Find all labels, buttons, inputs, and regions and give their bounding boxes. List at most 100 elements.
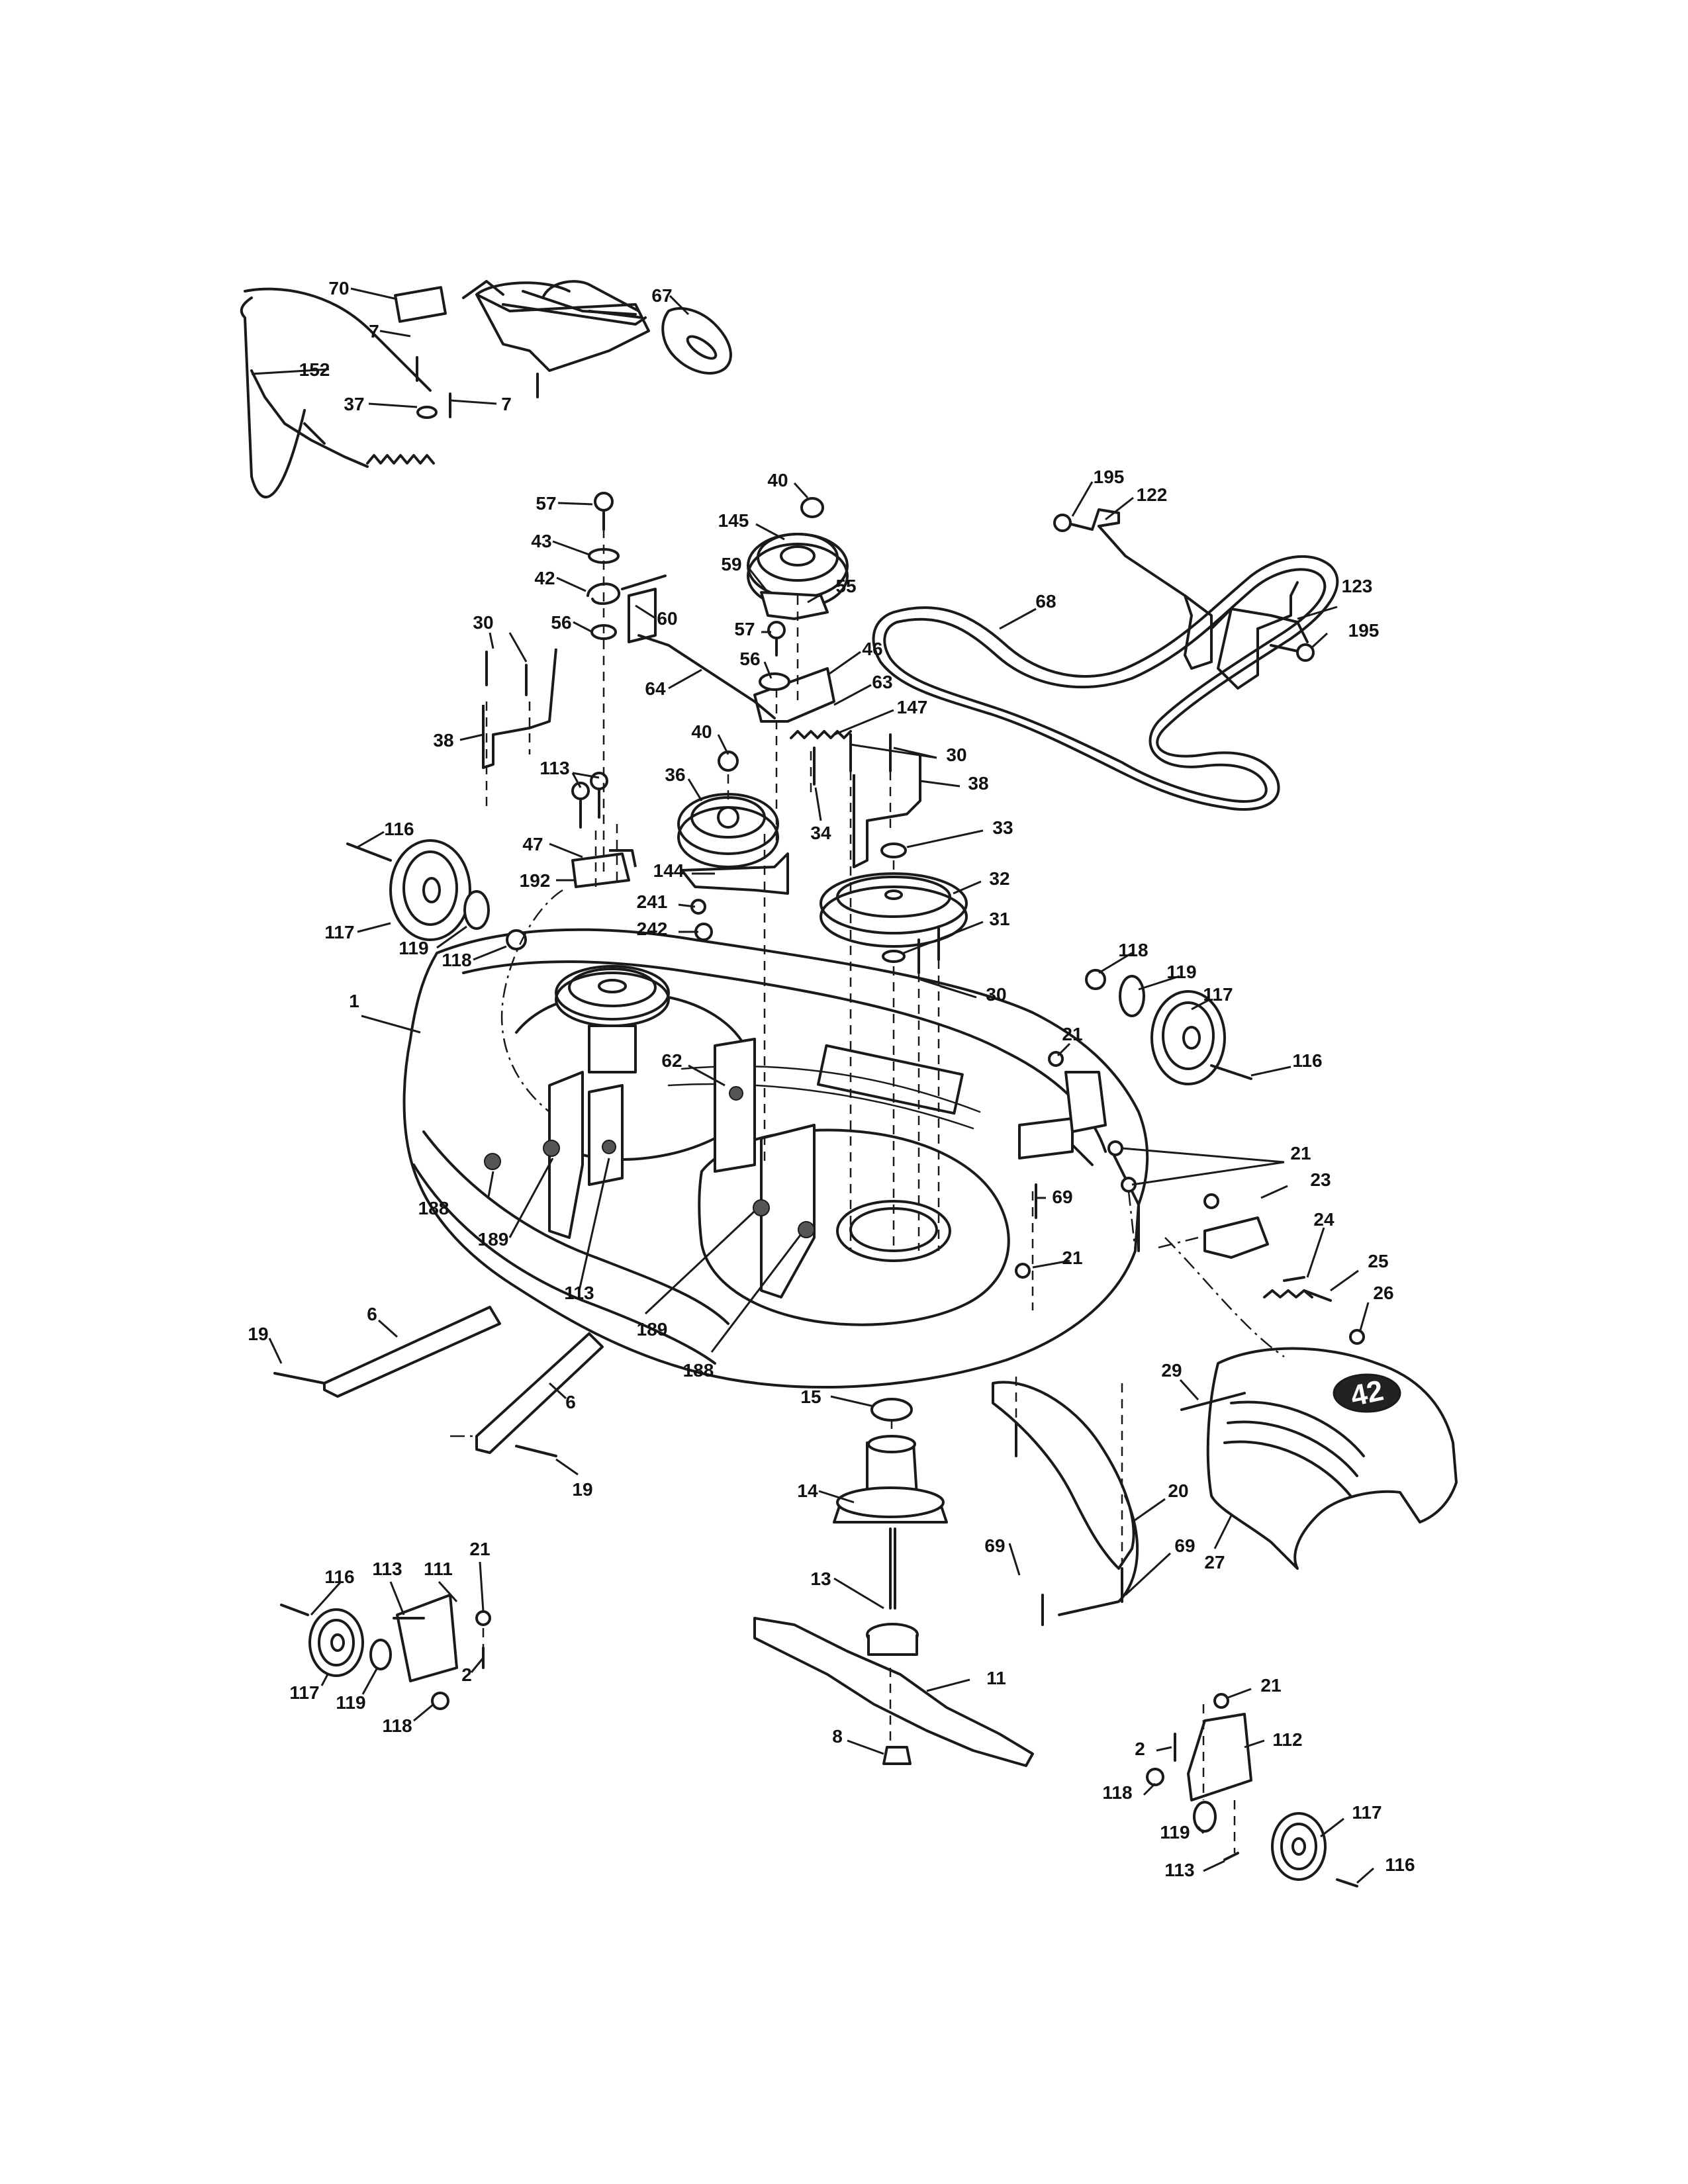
callout-113: 113 (1164, 1860, 1194, 1880)
blade-bolt-8 (882, 1746, 912, 1765)
rod-24 (1283, 1276, 1305, 1282)
callout-62: 62 (661, 1050, 682, 1071)
callout-23: 23 (1310, 1169, 1331, 1190)
callout-32: 32 (989, 868, 1009, 889)
callout-113: 113 (539, 758, 569, 778)
nut-118-bottom-right (1146, 1768, 1164, 1786)
callout-30: 30 (473, 612, 493, 633)
callout-242: 242 (637, 919, 668, 939)
bolt-116-bottom-right (1336, 1878, 1358, 1888)
callout-56: 56 (551, 612, 571, 633)
callout-21: 21 (1290, 1143, 1311, 1163)
callout-152: 152 (299, 359, 330, 380)
deck-lift-assembly (394, 280, 650, 372)
callout-195: 195 (1348, 620, 1380, 641)
assembly-lines (450, 513, 1285, 1853)
deck-left-pulley (555, 965, 670, 1073)
nut-21-bottom-left (475, 1610, 491, 1626)
washer-119-right (1119, 975, 1145, 1017)
callout-116: 116 (384, 819, 414, 839)
callout-29: 29 (1161, 1360, 1182, 1381)
lift-rod-152 (250, 369, 369, 468)
callout-241: 241 (637, 891, 668, 912)
callout-47: 47 (522, 834, 543, 854)
callout-40: 40 (691, 721, 712, 742)
callout-145: 145 (718, 510, 749, 531)
bolt-113-bottom-right (1223, 1852, 1239, 1861)
callout-119: 119 (399, 938, 428, 958)
lift-handle-grip-67 (661, 307, 732, 375)
washer-119-bottom-left (369, 1639, 392, 1670)
callout-195: 195 (1094, 467, 1125, 487)
bolts-7 (416, 356, 539, 418)
front-link-6-upper (323, 1306, 501, 1398)
mower-blade-11 (753, 1617, 1034, 1767)
bolt-116-right (1210, 1064, 1252, 1080)
callout-188: 188 (683, 1360, 714, 1381)
idler-arm-46 (753, 667, 835, 723)
spring-42 (586, 574, 667, 605)
deck-brackets (484, 1038, 1107, 1298)
callout-118: 118 (1102, 1782, 1132, 1803)
callout-119: 119 (1166, 962, 1196, 982)
spindle-shaft-13 (866, 1527, 919, 1656)
callout-20: 20 (1168, 1480, 1188, 1501)
callout-63: 63 (872, 672, 892, 692)
callout-21: 21 (1062, 1024, 1082, 1044)
callout-14: 14 (797, 1480, 818, 1501)
callout-57: 57 (734, 619, 755, 639)
nut-118-right (1085, 969, 1106, 990)
callout-188: 188 (418, 1198, 449, 1218)
callout-189: 189 (637, 1319, 668, 1340)
callout-192: 192 (520, 870, 551, 891)
bolt-19-lower (515, 1445, 557, 1457)
idler-bracket-59 (760, 591, 829, 620)
leader-lines (251, 287, 1374, 1884)
bolts-30-left (485, 651, 528, 696)
callout-69: 69 (1174, 1535, 1195, 1556)
deck-pulley-32 (820, 872, 968, 948)
callout-116: 116 (1385, 1854, 1415, 1875)
callout-6: 6 (565, 1392, 576, 1412)
idler-bracket-144 (680, 852, 789, 895)
callout-59: 59 (721, 554, 741, 574)
bolt-195-right (1270, 643, 1315, 662)
front-link-6-lower (475, 1332, 604, 1454)
callout-33: 33 (992, 817, 1013, 838)
callout-116: 116 (1292, 1050, 1322, 1071)
deck-size-badge: 42 (1348, 1374, 1386, 1412)
callout-117: 117 (324, 922, 354, 942)
gauge-wheel-117-bottom-right (1271, 1812, 1327, 1881)
nut-118-bottom-left (431, 1692, 449, 1710)
callout-24: 24 (1313, 1209, 1335, 1230)
callout-55: 55 (835, 576, 856, 596)
misc-hardware (690, 899, 1137, 1626)
callout-labels: 70 67 7 152 37 7 57 43 42 56 60 30 64 38… (248, 278, 1415, 1880)
callout-67: 67 (651, 285, 672, 306)
washer-119-left (463, 890, 490, 930)
callout-113: 113 (564, 1283, 594, 1303)
belt-guide-assembly (1091, 508, 1309, 690)
callout-19: 19 (248, 1324, 268, 1344)
mower-belt-inner (883, 568, 1327, 803)
callout-42: 42 (534, 568, 555, 588)
bolt-57-right-head (767, 621, 786, 639)
callout-38: 38 (433, 730, 453, 751)
nut-26 (1349, 1329, 1365, 1345)
callout-111: 111 (424, 1559, 453, 1579)
callout-117: 117 (1203, 984, 1233, 1005)
callout-34: 34 (810, 823, 831, 843)
bolt-195-left (1053, 514, 1094, 532)
nut-118-left (506, 929, 527, 950)
callout-70: 70 (328, 278, 349, 298)
callout-21: 21 (1260, 1675, 1281, 1696)
lift-cable-end (303, 422, 326, 445)
callout-118: 118 (442, 950, 471, 970)
nut-40 (718, 751, 739, 772)
gauge-wheel-117-right (1150, 990, 1226, 1085)
gauge-wheel-117-bottom-left (308, 1608, 364, 1677)
washer-33 (880, 842, 907, 858)
chute-bracket-23 (1203, 1216, 1269, 1259)
callout-64: 64 (645, 678, 666, 699)
callout-21: 21 (1062, 1248, 1082, 1268)
